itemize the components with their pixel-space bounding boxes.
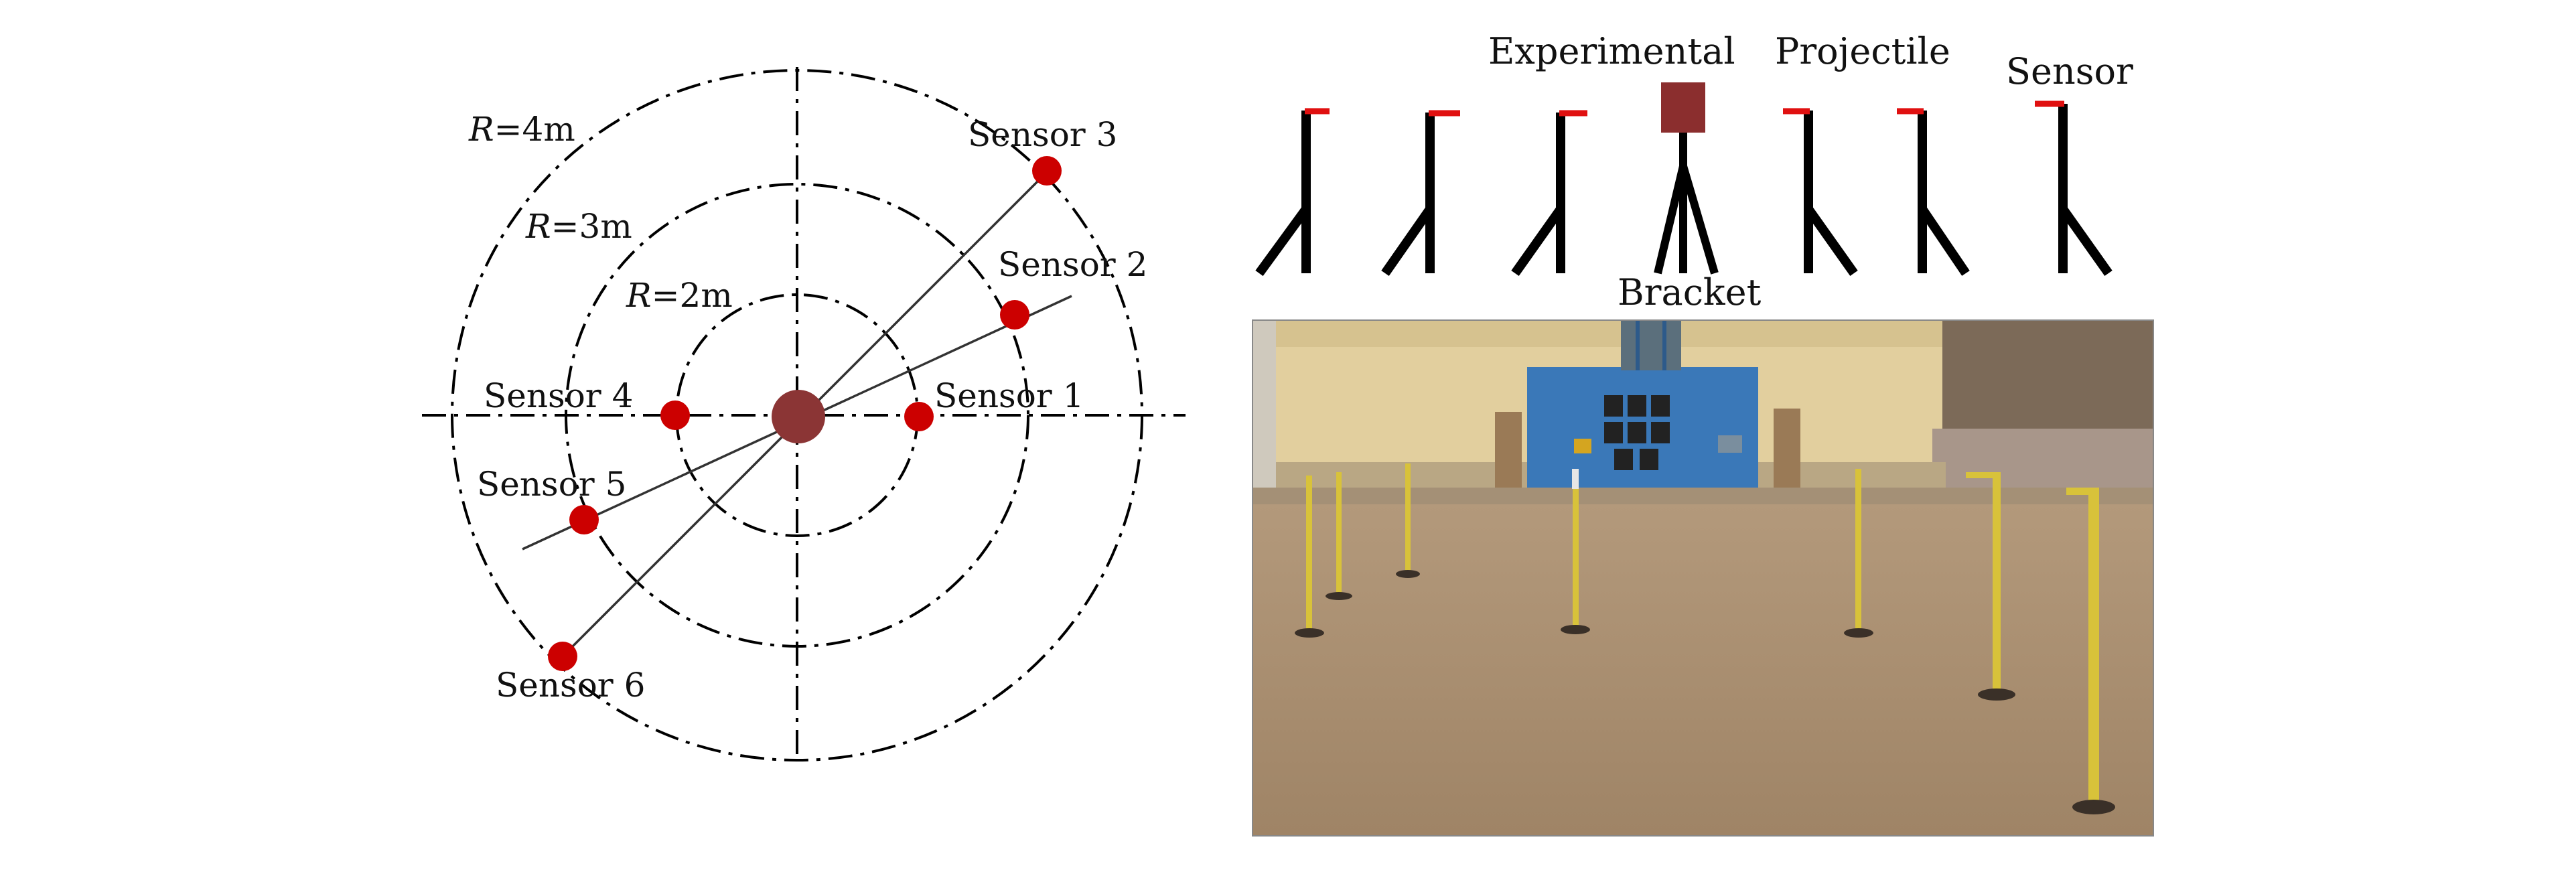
- setup-schematic: Experimental Projectile Sensor Bracket: [1255, 30, 2133, 313]
- ring-label-2m: R=2m: [626, 276, 733, 315]
- photo-sensor-pole-6: [1966, 472, 2015, 701]
- projectile-label: Projectile: [1775, 30, 1950, 72]
- sensor-5-label: Sensor 5: [477, 465, 626, 504]
- photo-center-stand: [1572, 469, 1579, 489]
- sensor-1-dot: [904, 402, 934, 431]
- experimental-projectile-box: [1661, 82, 1705, 133]
- center-explosion-marker: [772, 390, 825, 443]
- projectile-tripod: [1654, 82, 1719, 275]
- sensor-stand-5: [1897, 108, 1970, 276]
- bracket-label: Bracket: [1618, 271, 1762, 313]
- sensor-stand-6: [2035, 100, 2113, 277]
- experimental-label: Experimental: [1488, 30, 1735, 72]
- sensor-6-label: Sensor 6: [496, 666, 645, 705]
- field-photo: [1252, 319, 2154, 837]
- sensor-3-dot: [1032, 156, 1062, 186]
- sensor-2-dot: [1000, 300, 1029, 330]
- photo-sensor-pole-7: [2066, 488, 2115, 814]
- sensor-1-label: Sensor 1: [934, 376, 1084, 415]
- sensor-stand-4: [1783, 108, 1858, 277]
- photo-sensor-pole-3: [1396, 463, 1420, 578]
- photo-sensor-pole-1: [1295, 476, 1324, 638]
- circular-layout-diagram: R=4m R=3m R=2m Sensor 1 Sensor 2 Sensor …: [422, 67, 1186, 762]
- ring-label-4m: R=4m: [468, 110, 575, 149]
- sensor-4-label: Sensor 4: [484, 376, 633, 415]
- sensor-stand-2: [1381, 110, 1460, 277]
- sensor-label: Sensor: [2006, 50, 2133, 92]
- sensor-3-label: Sensor 3: [968, 115, 1117, 154]
- sensor-5-dot: [569, 505, 599, 534]
- ring-label-3m: R=3m: [525, 207, 632, 246]
- ring-4m: [451, 69, 1143, 762]
- sensor-stand-3: [1511, 110, 1587, 277]
- sensor-4-dot: [660, 401, 690, 430]
- sensor-2-label: Sensor 2: [998, 245, 1147, 284]
- photo-sensor-pole-2: [1326, 472, 1352, 600]
- ring-3m: [565, 183, 1029, 648]
- photo-sensor-pole-5: [1844, 469, 1873, 638]
- sensor-6-dot: [548, 642, 577, 671]
- sensor-stand-1: [1255, 108, 1330, 277]
- photo-sensor-pole-4: [1561, 479, 1590, 634]
